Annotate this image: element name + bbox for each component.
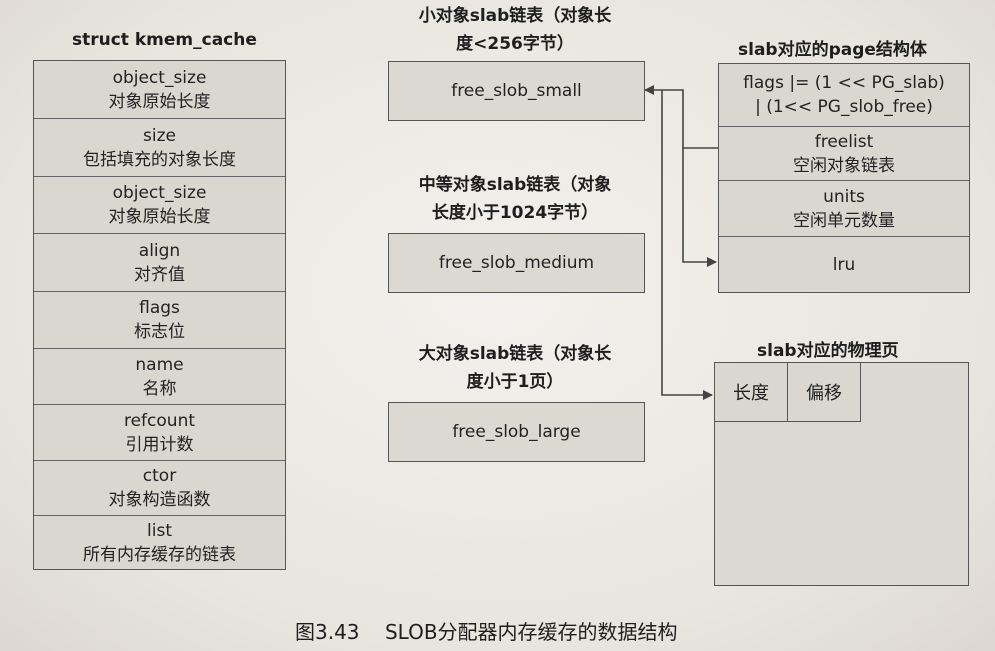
field-desc: 包括填充的对象长度: [83, 149, 236, 170]
free-slob-medium-box: free_slob_medium: [388, 233, 645, 293]
field-line: | (1<< PG_slob_free): [755, 97, 933, 117]
field-line: lru: [832, 254, 856, 275]
field-desc: 对齐值: [134, 264, 185, 285]
page-struct-box: flags |= (1 << PG_slab) | (1<< PG_slob_f…: [718, 63, 970, 293]
free-slob-medium-label: free_slob_medium: [438, 253, 595, 273]
page-field-lru: lru: [719, 237, 969, 292]
free-slob-small-box: free_slob_small: [388, 61, 645, 121]
field-name: list: [147, 520, 172, 541]
slob-small-title: 小对象slab链表（对象长 度<256字节）: [390, 2, 640, 58]
offset-label: 偏移: [806, 383, 842, 404]
title-line: 中等对象slab链表（对象: [418, 175, 612, 195]
field-desc: 对象原始长度: [108, 207, 211, 227]
offset-cell: 偏移: [787, 362, 861, 422]
kmem-cache-title: struct kmem_cache: [72, 30, 257, 50]
title-line: 度<256字节）: [456, 34, 574, 54]
physical-page-box: 长度 偏移: [714, 362, 969, 586]
field-name: size: [143, 125, 176, 146]
field-name: flags: [139, 298, 180, 318]
caption-text: SLOB分配器内存缓存的数据结构: [384, 620, 678, 644]
page-field-flags: flags |= (1 << PG_slab) | (1<< PG_slob_f…: [719, 64, 969, 127]
kmem-cache-field: align 对齐值: [34, 234, 285, 292]
title-line: 长度小于1024字节）: [431, 203, 599, 223]
field-desc: 对象构造函数: [108, 490, 211, 510]
field-name: align: [138, 240, 181, 261]
field-desc: 引用计数: [125, 434, 194, 455]
kmem-cache-field: flags 标志位: [34, 292, 285, 349]
to-physical-page-arrow: [661, 90, 713, 400]
figure-number: 图3.43: [295, 620, 360, 644]
free-slob-large-label: free_slob_large: [452, 422, 581, 442]
field-desc: 对象原始长度: [108, 91, 211, 112]
figure-caption: 图3.43 SLOB分配器内存缓存的数据结构: [295, 616, 678, 645]
field-name: ctor: [142, 466, 177, 486]
page-struct-title: slab对应的page结构体: [738, 40, 927, 60]
kmem-cache-field: name 名称: [34, 349, 285, 405]
field-line: flags |= (1 << PG_slab): [743, 73, 945, 93]
kmem-cache-field: ctor 对象构造函数: [34, 461, 285, 516]
title-line: 度小于1页）: [466, 372, 564, 392]
length-cell: 长度: [714, 362, 788, 422]
free-slob-large-box: free_slob_large: [388, 402, 645, 462]
field-line: units: [823, 186, 865, 207]
field-name: object_size: [112, 183, 207, 203]
kmem-cache-field: object_size 对象原始长度: [34, 61, 285, 119]
kmem-cache-field: list 所有内存缓存的链表: [34, 516, 285, 569]
title-line: 大对象slab链表（对象长: [418, 344, 612, 364]
length-label: 长度: [733, 383, 769, 404]
field-desc: 标志位: [134, 322, 185, 342]
page-field-freelist: freelist 空闲对象链表: [719, 127, 969, 181]
field-line: 空闲对象链表: [793, 155, 895, 176]
kmem-cache-field: object_size 对象原始长度: [34, 177, 285, 234]
field-line: freelist: [814, 131, 874, 152]
to-lru-arrow: [682, 148, 717, 267]
field-desc: 所有内存缓存的链表: [83, 544, 236, 565]
free-slob-small-label: free_slob_small: [451, 81, 582, 101]
title-line: 小对象slab链表（对象长: [418, 6, 612, 26]
kmem-cache-box: object_size 对象原始长度 size 包括填充的对象长度 object…: [33, 60, 286, 570]
field-line: 空闲单元数量: [793, 210, 895, 231]
slob-medium-title: 中等对象slab链表（对象 长度小于1024字节）: [390, 171, 640, 227]
freelist-to-small-arrow: [644, 85, 718, 149]
physical-page-title: slab对应的物理页: [757, 341, 899, 361]
field-name: refcount: [123, 410, 196, 431]
field-name: object_size: [112, 67, 207, 88]
kmem-cache-field: refcount 引用计数: [34, 405, 285, 461]
kmem-cache-field: size 包括填充的对象长度: [34, 119, 285, 177]
slob-large-title: 大对象slab链表（对象长 度小于1页）: [390, 340, 640, 396]
field-name: name: [135, 354, 184, 375]
page-field-units: units 空闲单元数量: [719, 181, 969, 237]
field-desc: 名称: [142, 378, 177, 399]
